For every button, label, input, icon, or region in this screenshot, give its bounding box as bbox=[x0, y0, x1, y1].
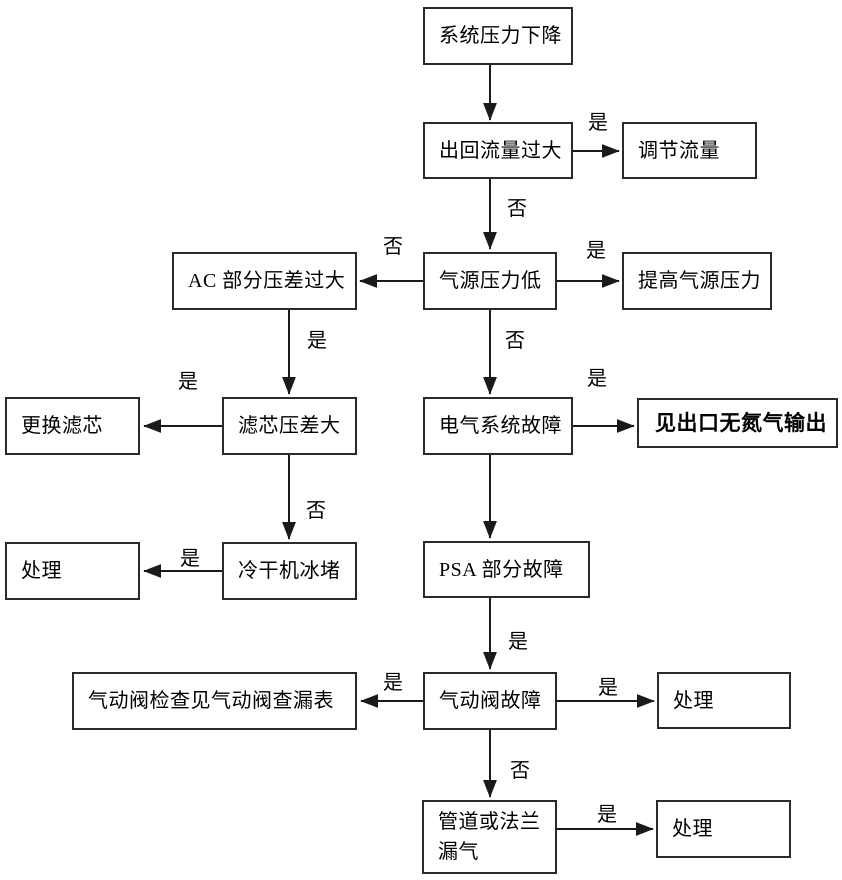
edge-label-no-valve-pipe: 否 bbox=[510, 760, 530, 782]
node-handle-2: 处理 bbox=[657, 672, 791, 729]
node-replace-filter-element: 更换滤芯 bbox=[5, 397, 140, 455]
edge-label-no-source-electrical: 否 bbox=[505, 330, 525, 352]
edge-label-no-filter-dryer: 否 bbox=[306, 500, 326, 522]
edge-label-no-flow-source: 否 bbox=[507, 198, 527, 220]
edge-label-yes-valve-handle: 是 bbox=[598, 677, 618, 699]
node-adjust-flow: 调节流量 bbox=[622, 122, 757, 179]
node-air-source-pressure-low: 气源压力低 bbox=[423, 252, 557, 310]
edge-label-yes-flow-adjust: 是 bbox=[588, 112, 608, 134]
edge-label-yes-valve-checktable: 是 bbox=[383, 672, 403, 694]
node-handle-1: 处理 bbox=[5, 542, 140, 600]
edge-label-yes-psa-valve: 是 bbox=[508, 631, 528, 653]
node-in-out-flow-too-large: 出回流量过大 bbox=[423, 122, 573, 179]
edge-label-yes-source-raise: 是 bbox=[586, 240, 606, 262]
node-electrical-system-fault: 电气系统故障 bbox=[423, 397, 573, 455]
node-psa-section-fault: PSA 部分故障 bbox=[423, 541, 590, 598]
node-pneumatic-valve-check-see-leak-table: 气动阀检查见气动阀查漏表 bbox=[72, 672, 357, 730]
edge-label-yes-filter-replace: 是 bbox=[178, 371, 198, 393]
node-system-pressure-drop: 系统压力下降 bbox=[423, 7, 573, 65]
node-pipe-or-flange-leak: 管道或法兰漏气 bbox=[422, 800, 557, 874]
node-see-outlet-no-nitrogen-output: 见出口无氮气输出 bbox=[637, 398, 838, 448]
node-refrigerated-dryer-ice-block: 冷干机冰堵 bbox=[222, 542, 357, 600]
edge-label-no-source-ac: 否 bbox=[383, 236, 403, 258]
node-handle-3: 处理 bbox=[656, 800, 791, 858]
edge-label-yes-dryer-handle: 是 bbox=[180, 548, 200, 570]
node-ac-section-dp-too-large: AC 部分压差过大 bbox=[172, 252, 357, 310]
node-raise-air-source-pressure: 提高气源压力 bbox=[622, 252, 772, 310]
node-pneumatic-valve-fault: 气动阀故障 bbox=[423, 672, 557, 730]
edge-label-yes-ac-filter: 是 bbox=[307, 330, 327, 352]
edge-label-yes-electrical-see: 是 bbox=[587, 368, 607, 390]
node-filter-dp-large: 滤芯压差大 bbox=[222, 397, 357, 455]
edge-label-yes-pipe-handle: 是 bbox=[597, 804, 617, 826]
